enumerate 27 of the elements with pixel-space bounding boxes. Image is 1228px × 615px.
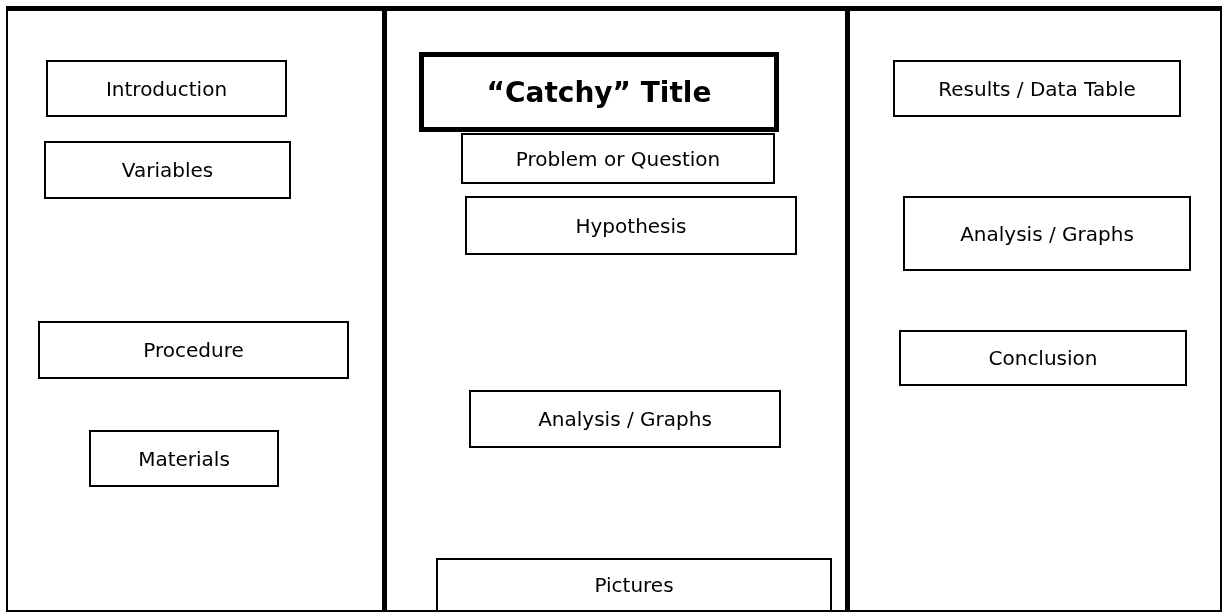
section-box — [893, 60, 1181, 117]
section-box — [436, 558, 832, 612]
board-panel — [848, 6, 1222, 612]
section-label: Variables — [121, 158, 214, 182]
poster-title: “Catchy” Title — [486, 75, 712, 109]
section-label: Introduction — [105, 76, 228, 101]
section-label: Procedure — [143, 338, 244, 362]
title-box — [419, 52, 779, 132]
board-panel — [382, 6, 850, 612]
section-box — [461, 133, 775, 184]
section-label: Conclusion — [988, 346, 1098, 370]
section-box — [469, 390, 781, 448]
section-box — [44, 141, 291, 199]
section-label: Pictures — [594, 573, 674, 597]
section-box — [89, 430, 279, 487]
board-panel — [6, 6, 384, 612]
section-label: Results / Data Table — [938, 76, 1136, 101]
section-box — [46, 60, 287, 117]
section-box — [38, 321, 349, 379]
section-box — [899, 330, 1187, 386]
section-label: Hypothesis — [575, 213, 687, 238]
section-label: Materials — [138, 446, 230, 471]
section-label: Analysis / Graphs — [960, 221, 1134, 246]
section-box — [465, 196, 797, 255]
section-label: Analysis / Graphs — [538, 407, 712, 431]
section-label: Problem or Question — [515, 146, 721, 171]
section-box — [903, 196, 1191, 271]
